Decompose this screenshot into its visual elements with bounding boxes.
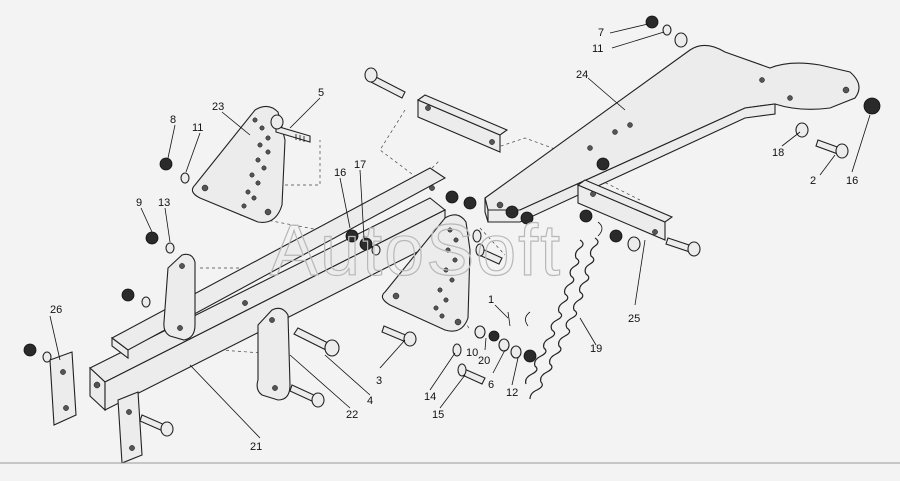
callout-10: 10 — [466, 347, 478, 359]
callout-3: 3 — [376, 375, 382, 387]
bolt-22 — [289, 384, 325, 408]
washer-13 — [165, 242, 175, 254]
callout-22: 22 — [346, 409, 358, 421]
bolt-upper-mid — [364, 67, 406, 99]
link-plate — [416, 94, 509, 153]
clip-mid — [472, 229, 482, 243]
plate-bottom — [117, 391, 143, 464]
spring-19 — [525, 221, 603, 400]
callout-17: 17 — [354, 159, 366, 171]
callout-24: 24 — [576, 69, 588, 81]
callout-20: 20 — [478, 355, 490, 367]
callout-16-left: 16 — [334, 167, 346, 179]
callout-23: 23 — [212, 101, 224, 113]
nut-7 — [645, 15, 659, 29]
callout-15: 15 — [432, 409, 444, 421]
bolts — [139, 67, 849, 437]
nut-spring-2 — [609, 229, 623, 243]
nut-spring-1 — [579, 209, 593, 223]
link-plate-22 — [256, 307, 291, 401]
washer-10 — [474, 325, 486, 339]
nut-17 — [359, 237, 373, 251]
nut-12 — [523, 349, 537, 363]
callout-16-right: 16 — [846, 175, 858, 187]
nut-arm — [596, 157, 610, 171]
callout-26: 26 — [50, 304, 62, 316]
bushing-top — [674, 32, 688, 48]
nut-mid-1 — [445, 190, 459, 204]
bracket-plate-mid — [381, 214, 471, 332]
bolt-4 — [293, 327, 340, 357]
nut-26 — [23, 343, 37, 357]
plate-26 — [49, 351, 77, 426]
bolt-25 — [665, 237, 701, 257]
nut-left — [121, 288, 135, 302]
washer-20 — [498, 338, 510, 352]
callout-9: 9 — [136, 197, 142, 209]
callout-19: 19 — [590, 343, 602, 355]
callout-12: 12 — [506, 387, 518, 399]
washer-11-top — [662, 24, 672, 36]
nuts-and-washers — [23, 15, 881, 363]
leader-lines — [49, 23, 871, 439]
bolt-2 — [815, 139, 849, 159]
nut-8 — [159, 157, 173, 171]
washer-11 — [180, 172, 190, 184]
cotter-pin-1 — [507, 311, 511, 327]
nut-9 — [145, 231, 159, 245]
callout-14: 14 — [424, 391, 436, 403]
callout-8: 8 — [170, 114, 176, 126]
bolt-3 — [381, 325, 417, 347]
nut-mid-4 — [520, 211, 534, 225]
callout-6: 6 — [488, 379, 494, 391]
bracket-plate-23 — [191, 105, 286, 223]
bolt-5 — [270, 114, 311, 143]
watermark: AutoSoft — [270, 211, 562, 291]
bushing-18 — [795, 122, 809, 138]
callout-11: 11 — [192, 122, 203, 134]
nut-10 — [488, 330, 500, 342]
callout-7: 7 — [598, 27, 604, 39]
callout-labels: 26 8 11 9 13 23 5 16 17 3 4 22 21 14 15 … — [50, 27, 858, 453]
callout-13: 13 — [158, 197, 170, 209]
callout-18: 18 — [772, 147, 784, 159]
washer-17 — [371, 244, 381, 256]
washer-26 — [42, 351, 52, 363]
nut-mid-2 — [463, 196, 477, 210]
bolt-pin-mid — [475, 243, 503, 265]
nut-mid-3 — [505, 205, 519, 219]
callout-1: 1 — [488, 294, 494, 306]
callout-11-top: 11 — [592, 43, 603, 55]
callout-25: 25 — [628, 313, 640, 325]
nut-16-right — [863, 97, 881, 115]
link-plate-left — [163, 253, 196, 341]
callout-2: 2 — [810, 175, 816, 187]
washer-spring — [627, 236, 641, 252]
callout-4: 4 — [367, 395, 373, 407]
callout-21: 21 — [250, 441, 262, 453]
nut-16 — [345, 229, 359, 243]
callout-5: 5 — [318, 87, 324, 99]
link-plate-25 — [576, 179, 674, 241]
bolt-bottom-left — [139, 414, 174, 437]
washer-left — [141, 296, 151, 308]
washer-6 — [510, 345, 522, 359]
bolt-pin-15 — [457, 363, 486, 385]
